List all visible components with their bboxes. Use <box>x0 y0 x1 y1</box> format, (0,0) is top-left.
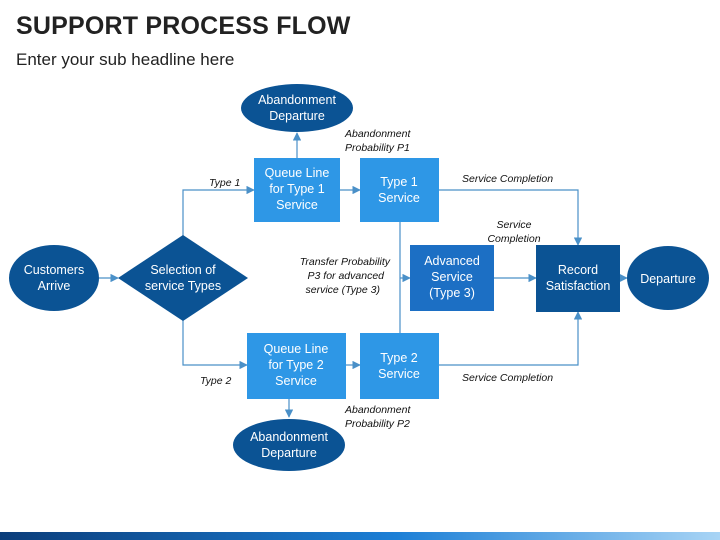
connectors <box>99 132 628 418</box>
bottom-accent-bar <box>0 532 720 540</box>
arrow-type1-to-record <box>439 189 583 246</box>
label-type1: Type 1 <box>209 177 240 189</box>
page-subtitle: Enter your sub headline here <box>16 50 235 69</box>
arrow-selection-to-queue2 <box>182 320 248 370</box>
arrow-type2-to-record <box>439 311 583 366</box>
departure-node: Departure <box>627 246 709 310</box>
svg-text:Departure: Departure <box>640 272 696 286</box>
arrow-selection-to-queue1 <box>182 185 255 236</box>
label-type2: Type 2 <box>200 375 231 387</box>
label-service-completion-bottom: Service Completion <box>462 372 553 384</box>
label-service-completion-top: Service Completion <box>462 173 553 185</box>
page-title: SUPPORT PROCESS FLOW <box>16 12 351 40</box>
